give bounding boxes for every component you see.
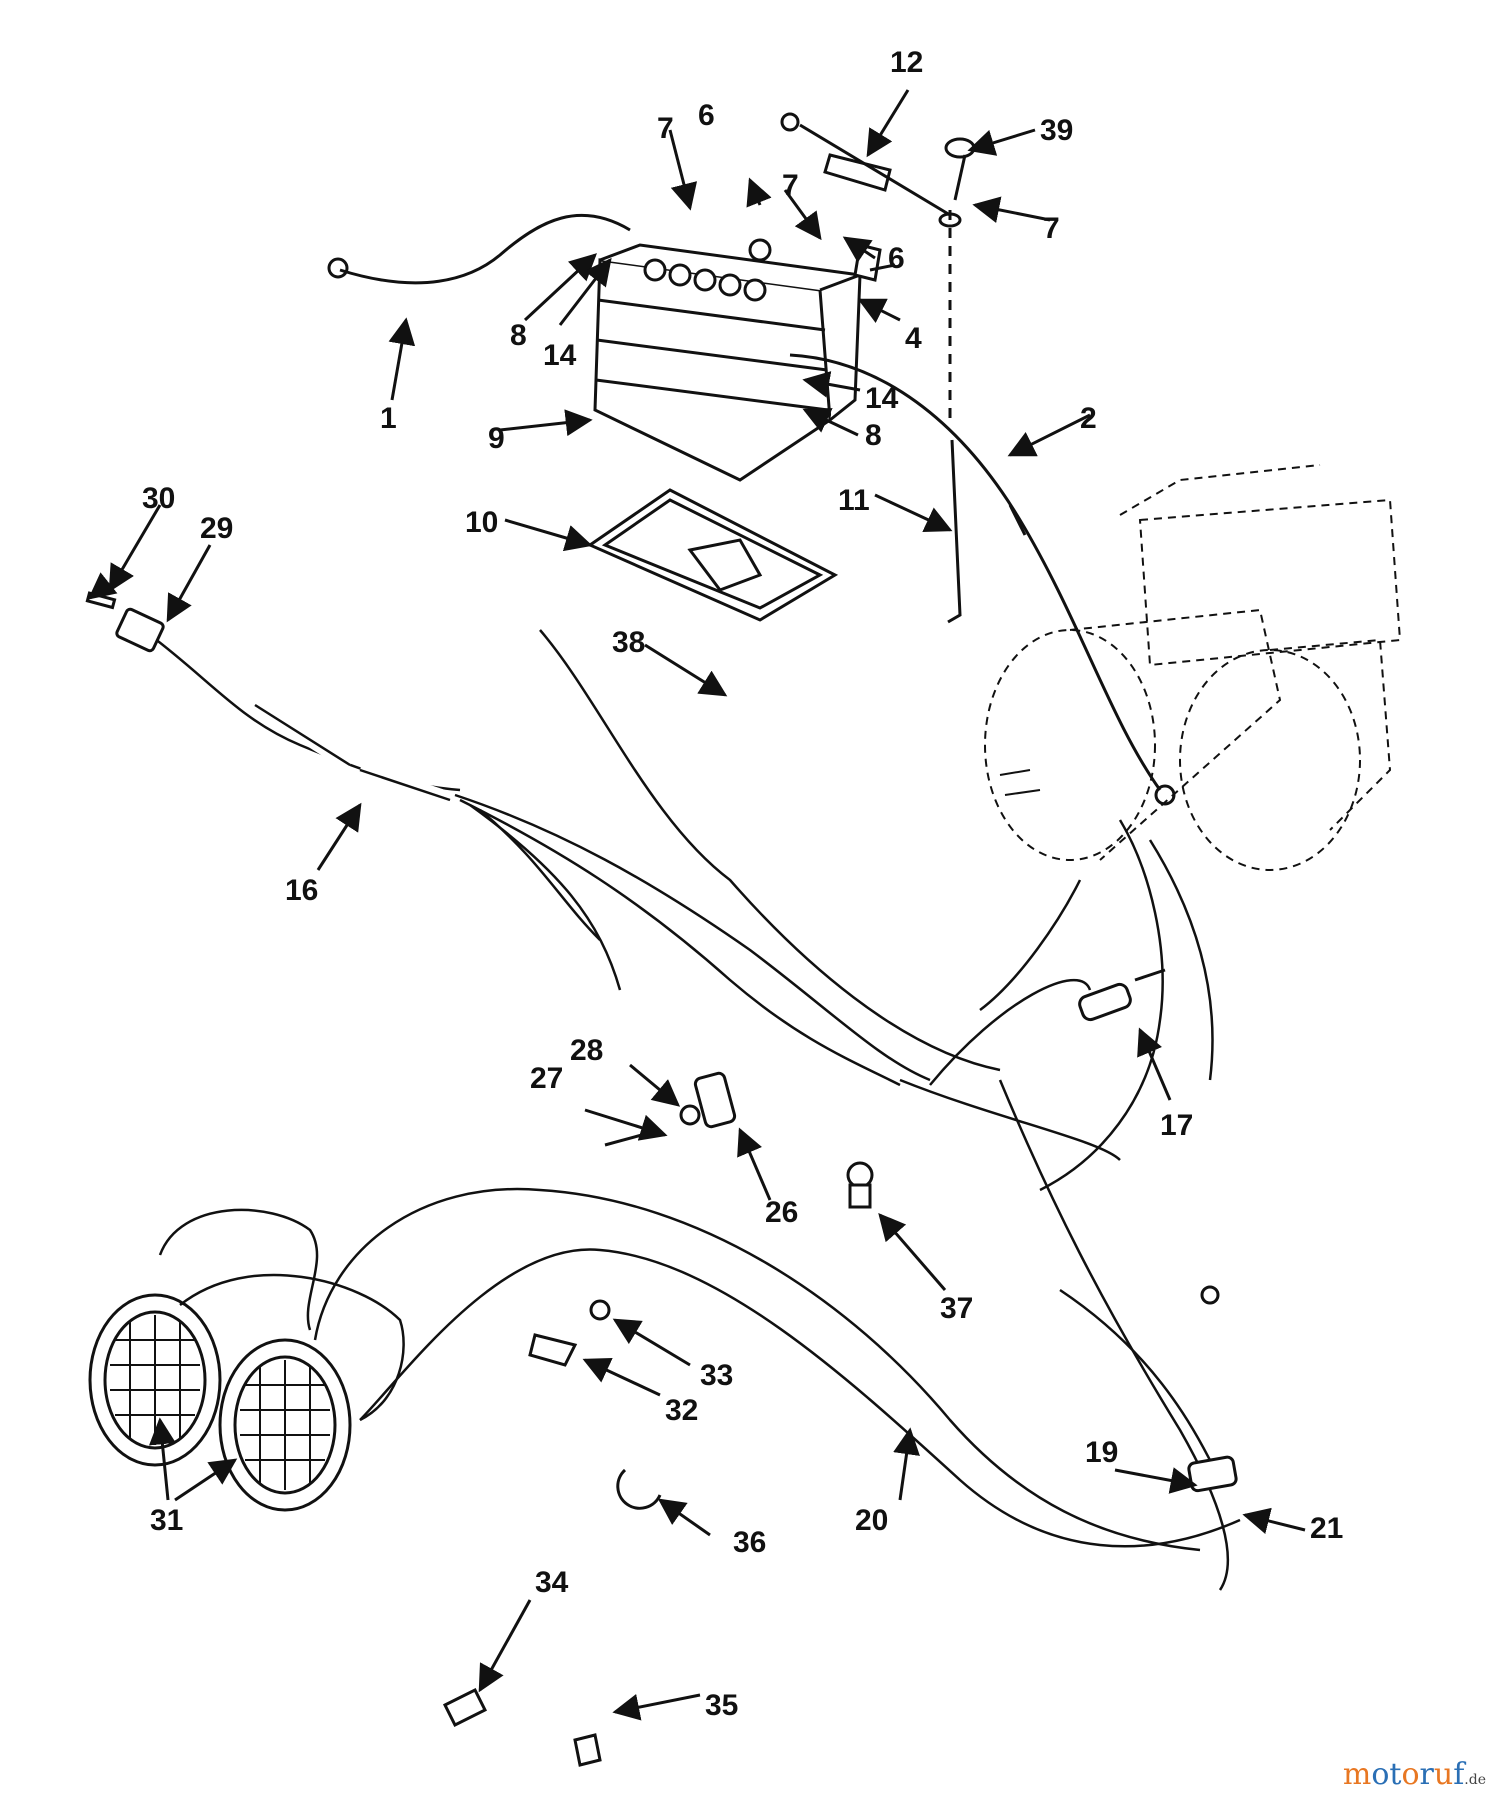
callout-31: 31 xyxy=(150,1504,183,1537)
small-parts xyxy=(85,243,1238,1767)
callout-14b: 14 xyxy=(865,382,899,415)
callout-38: 38 xyxy=(612,626,645,659)
watermark-letter: r xyxy=(1419,1757,1434,1792)
callout-12: 12 xyxy=(890,46,923,79)
callout-26: 26 xyxy=(765,1196,798,1229)
battery-cables xyxy=(327,213,1176,806)
watermark-suffix: .de xyxy=(1464,1772,1486,1788)
callout-20: 20 xyxy=(855,1504,888,1537)
callout-arrows xyxy=(87,89,1306,1721)
callout-16: 16 xyxy=(285,874,318,907)
battery xyxy=(593,238,862,482)
callout-37: 37 xyxy=(940,1292,973,1325)
wiring-harness xyxy=(149,629,1230,1591)
callout-2: 2 xyxy=(1080,402,1097,435)
callout-7a: 7 xyxy=(657,112,674,145)
callout-labels: 1 2 4 6 6 7 7 7 8 8 9 10 11 12 14 14 16 … xyxy=(142,46,1343,1722)
starter-motor xyxy=(984,464,1402,871)
callout-39: 39 xyxy=(1040,114,1073,147)
callout-11: 11 xyxy=(838,484,870,517)
watermark-letter: f xyxy=(1453,1757,1465,1792)
headlight-wiring xyxy=(158,1187,1241,1552)
callout-6b: 6 xyxy=(888,242,905,275)
callout-7b: 7 xyxy=(782,169,799,202)
callout-21: 21 xyxy=(1310,1512,1343,1545)
battery-tray xyxy=(586,488,839,622)
callout-4: 4 xyxy=(905,322,922,355)
callout-30: 30 xyxy=(142,482,175,515)
headlights xyxy=(88,1293,352,1512)
callout-27: 27 xyxy=(530,1062,563,1095)
callout-1: 1 xyxy=(380,402,397,435)
callout-6a: 6 xyxy=(698,99,715,132)
callout-7c: 7 xyxy=(1043,212,1060,245)
callout-17: 17 xyxy=(1160,1109,1193,1142)
watermark-letter: o xyxy=(1371,1757,1390,1792)
callout-8b: 8 xyxy=(865,419,882,452)
callout-36: 36 xyxy=(733,1526,766,1559)
motoruf-watermark: motoruf.de xyxy=(1343,1757,1486,1792)
callout-33: 33 xyxy=(700,1359,733,1392)
hold-down-rod xyxy=(780,112,976,624)
callout-8a: 8 xyxy=(510,319,527,352)
callout-9: 9 xyxy=(488,422,505,455)
callout-28: 28 xyxy=(570,1034,603,1067)
callout-19: 19 xyxy=(1085,1436,1118,1469)
watermark-letter: m xyxy=(1342,1757,1372,1792)
callout-35: 35 xyxy=(705,1689,738,1722)
callout-32: 32 xyxy=(665,1394,698,1427)
watermark-letter: o xyxy=(1401,1757,1420,1792)
callout-34: 34 xyxy=(535,1566,569,1599)
watermark-letter: u xyxy=(1433,1757,1454,1792)
callout-14a: 14 xyxy=(543,339,577,372)
callout-29: 29 xyxy=(200,512,233,545)
callout-10: 10 xyxy=(465,506,498,539)
watermark-letter: t xyxy=(1389,1757,1402,1792)
